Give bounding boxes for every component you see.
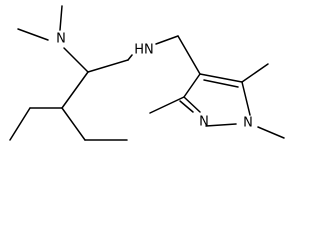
molecule-structure-diagram: N HN N N — [9, 5, 285, 141]
bond-c3-methyl — [149, 96, 185, 114]
bond-ch-to-ch2 — [87, 59, 129, 73]
bond-c5-methyl — [241, 63, 269, 83]
bond-nh-to-ch2 — [155, 35, 179, 45]
atom-label-nh-amine: HN — [134, 43, 154, 58]
bond-ring-n2-c3 — [183, 96, 201, 113]
atom-label-n-dimethylamino: N — [56, 32, 66, 47]
bond-ch2-to-ring — [177, 35, 201, 75]
bond-ring-n1-n2 — [205, 123, 237, 127]
atom-label-n-pyrazole-1: N — [243, 116, 253, 131]
bond-ring-c4-c5 — [199, 73, 243, 83]
bond-methyl-left-to-n — [17, 28, 49, 41]
bond-n1-methyl — [257, 126, 285, 139]
bond-branch-ch-to-ethyl-right — [61, 107, 86, 141]
bond-ch2-to-nh — [127, 54, 133, 61]
atom-label-group: N HN N N — [56, 32, 253, 131]
bond-ring-c3-c4 — [183, 73, 201, 98]
bond-ring-n2-c3-double — [179, 100, 194, 113]
bond-ring-c4-c5-double — [203, 79, 239, 88]
bond-n-to-ch — [63, 47, 89, 73]
bond-ring-c5-n1 — [241, 81, 251, 116]
bond-ch-to-branch-ch — [61, 71, 89, 109]
atom-label-n-pyrazole-2: N — [199, 115, 209, 130]
bond-methyl-top-to-n — [59, 5, 63, 31]
bond-ethyl-left-terminal — [9, 107, 31, 141]
bond-group — [9, 5, 285, 141]
